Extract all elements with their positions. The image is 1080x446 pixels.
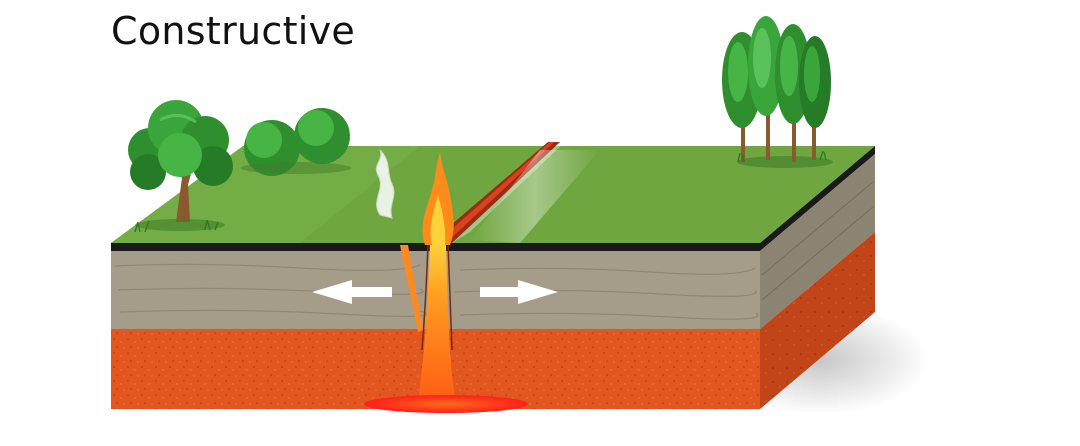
bush-icon [241,108,351,176]
diagram-title: Constructive [111,12,355,50]
lava-pool [364,395,528,413]
poplar-tree-icon [722,16,833,168]
